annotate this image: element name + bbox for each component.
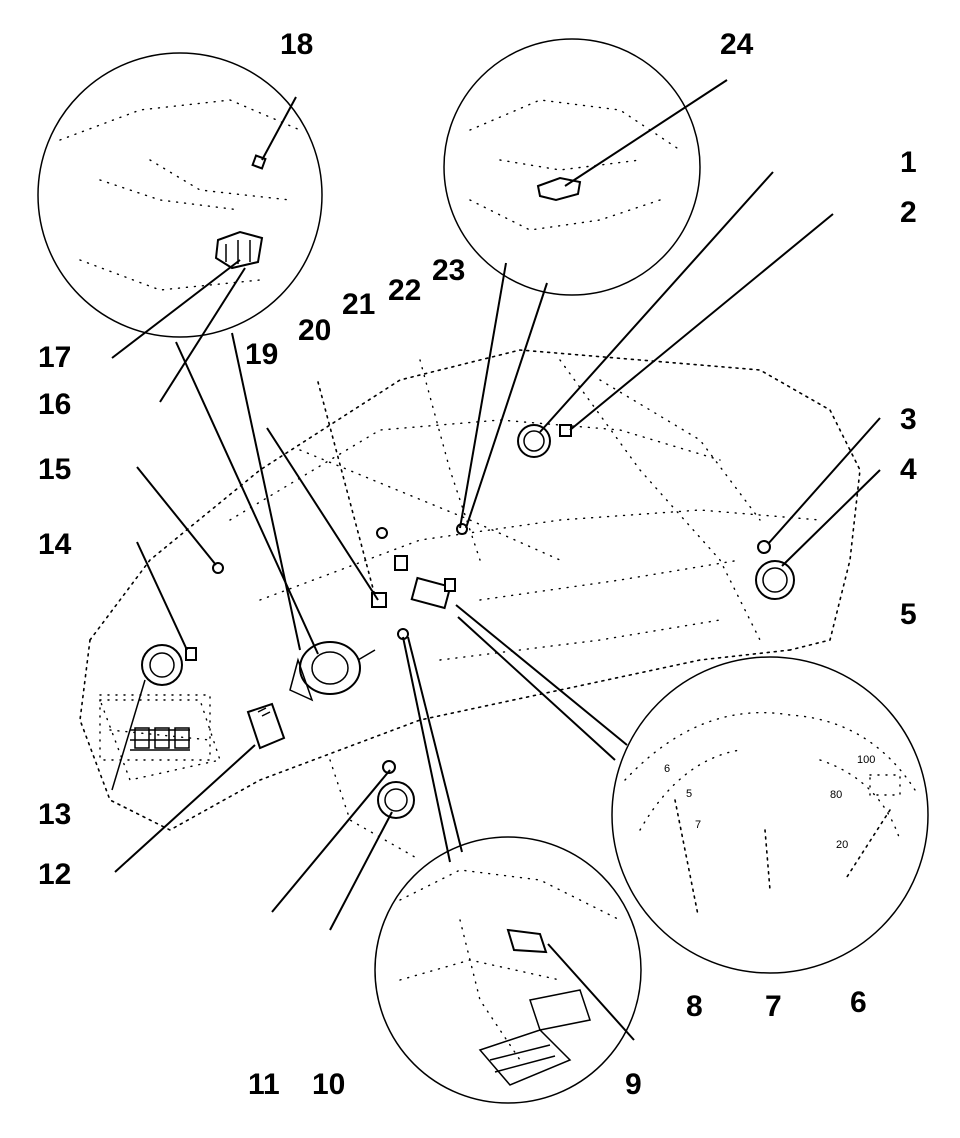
callout-18: 18 (280, 28, 314, 61)
horn-assembly (289, 641, 376, 702)
callout-9: 9 (625, 1068, 642, 1101)
rpm-7-label: 7 (695, 819, 701, 831)
callout-13: 13 (38, 798, 72, 831)
callout-20: 20 (298, 314, 332, 347)
callout-21: 21 (342, 288, 376, 321)
callout-11: 11 (248, 1068, 280, 1101)
speaker-front-right-door (377, 781, 415, 819)
callout-10: 10 (312, 1068, 346, 1101)
callout-12: 12 (38, 858, 72, 891)
front-grille (99, 694, 211, 761)
callout-8: 8 (686, 990, 703, 1023)
callout-4: 4 (900, 453, 917, 486)
callout-22: 22 (388, 274, 422, 307)
speaker-front-left-door (141, 644, 183, 686)
callout-17: 17 (38, 341, 72, 374)
rear-tweeter-right (757, 540, 771, 554)
tweeter-front-left (559, 424, 572, 437)
callout-24: 24 (720, 28, 754, 61)
callout-1: 1 (900, 146, 917, 179)
callout-19: 19 (245, 338, 279, 371)
dash-sensor (376, 527, 388, 539)
callout-23: 23 (432, 254, 466, 287)
speed-80-label: 80 (830, 789, 842, 801)
speaker-front-door-left (517, 424, 551, 458)
speed-100-label: 100 (857, 754, 875, 766)
speaker-rear-right (755, 560, 795, 600)
rear-antenna-amp (456, 523, 468, 535)
front-tweeter-left (185, 647, 197, 661)
roof-antenna (212, 562, 224, 574)
callout-5: 5 (900, 598, 917, 631)
speed-20-label: 20 (836, 839, 848, 851)
callout-3: 3 (900, 403, 917, 436)
rpm-6-label: 6 (664, 763, 670, 775)
front-tweeter-right (382, 760, 396, 774)
detail-circle-top-left (37, 52, 323, 338)
callout-7: 7 (765, 990, 782, 1023)
control-unit-box (246, 702, 286, 750)
detail-circle-instrument-cluster (611, 656, 929, 974)
leader-lines (111, 79, 881, 1041)
detail-circle-bottom (374, 836, 642, 1104)
rpm-5-label: 5 (686, 788, 692, 800)
cluster-numerals: 100 80 20 5 6 7 (664, 754, 875, 851)
callout-16: 16 (38, 388, 72, 421)
detail-circle-top-middle (443, 38, 701, 296)
callout-2: 2 (900, 196, 917, 229)
callout-14: 14 (38, 528, 72, 561)
callout-15: 15 (38, 453, 72, 486)
callout-6: 6 (850, 986, 867, 1019)
center-console-modules (371, 555, 456, 610)
vehicle-outline (79, 349, 861, 861)
